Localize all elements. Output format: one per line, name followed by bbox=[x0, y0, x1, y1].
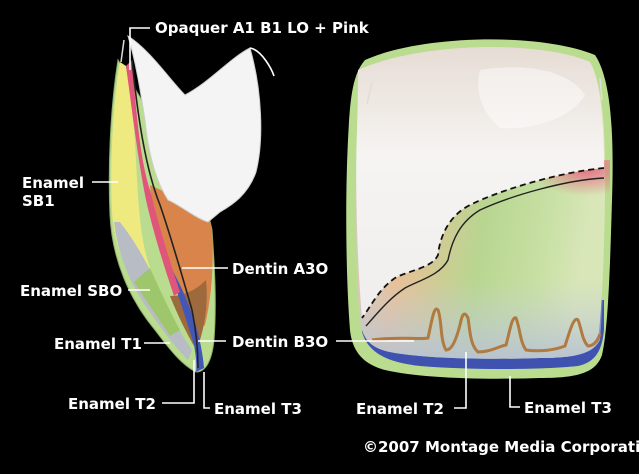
label-dentin-a3o: Dentin A3O bbox=[232, 260, 328, 278]
label-enamel-t2-right: Enamel T2 bbox=[356, 400, 444, 418]
crown-incisal-area bbox=[360, 280, 604, 359]
enamel-t3-left-leader bbox=[204, 372, 210, 408]
label-enamel-sb1-line2: SB1 bbox=[22, 192, 55, 210]
label-opaquer: Opaquer A1 B1 LO + Pink bbox=[155, 19, 370, 37]
enamel-t3-right-leader bbox=[510, 376, 520, 407]
copyright-notice: ©2007 Montage Media Corporation bbox=[363, 438, 639, 456]
label-enamel-t3-right: Enamel T3 bbox=[524, 399, 612, 417]
facial-view-crown bbox=[346, 39, 612, 378]
label-enamel-t2-left: Enamel T2 bbox=[68, 395, 156, 413]
label-enamel-sb1-line1: Enamel bbox=[22, 174, 84, 192]
margin-tip-left bbox=[121, 40, 124, 62]
label-enamel-t1: Enamel T1 bbox=[54, 335, 142, 353]
label-enamel-t3-left: Enamel T3 bbox=[214, 400, 302, 418]
label-enamel-sbo: Enamel SBO bbox=[20, 282, 122, 300]
cross-section-tooth bbox=[109, 36, 261, 372]
label-dentin-b3o: Dentin B3O bbox=[232, 333, 328, 351]
